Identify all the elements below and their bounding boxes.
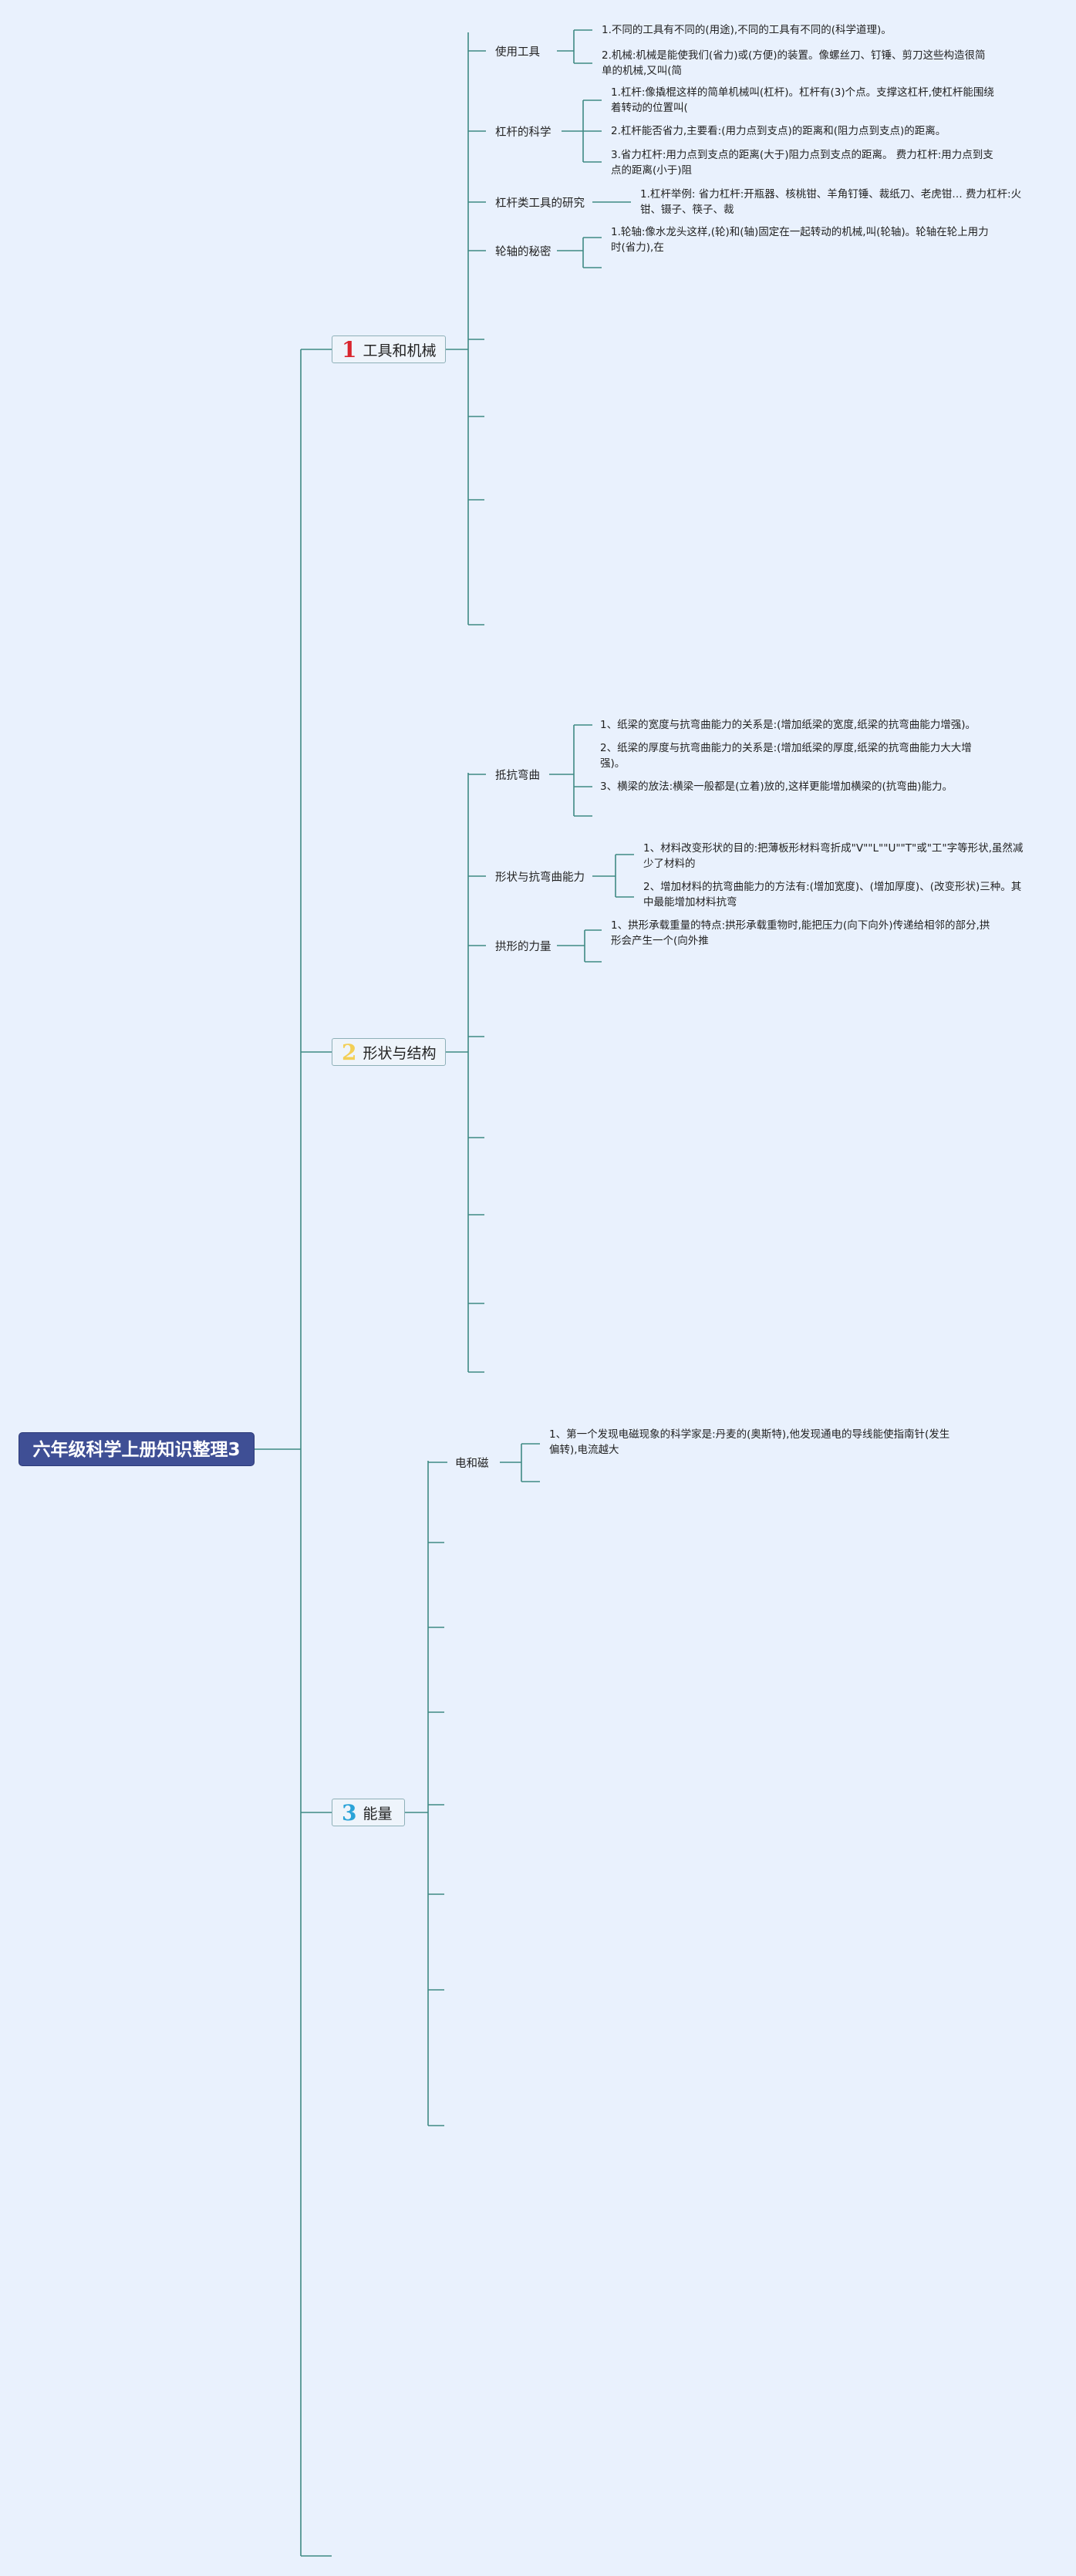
branch-number: 2 xyxy=(342,1039,357,1065)
leaf-note[interactable]: 2、增加材料的抗弯曲能力的方法有:(增加宽度)、(增加厚度)、(改变形状)三种。… xyxy=(643,881,1022,909)
leaf-note[interactable]: 2、纸梁的厚度与抗弯曲能力的关系是:(增加纸梁的厚度,纸梁的抗弯曲能力大大增强)… xyxy=(600,742,972,770)
subtopic-arch-strength[interactable]: 拱形的力量 xyxy=(495,941,551,953)
subtopic-resist-bending[interactable]: 抵抗弯曲 xyxy=(495,770,540,782)
branch-number: 1 xyxy=(342,336,357,362)
leaf-note[interactable]: 2.机械:机械是能使我们(省力)或(方便)的装置。像螺丝刀、钉锤、剪刀这些构造很… xyxy=(602,49,986,77)
branch-title: 形状与结构 xyxy=(363,1044,437,1062)
leaf-note[interactable]: 1.杠杆举例: 省力杠杆:开瓶器、核桃钳、羊角钉锤、裁纸刀、老虎钳… 费力杠杆:… xyxy=(640,188,1022,216)
leaf-note[interactable]: 1.杠杆:像撬棍这样的简单机械叫(杠杆)。杠杆有(3)个点。支撑这杠杆,使杠杆能… xyxy=(611,86,994,114)
root-topic[interactable]: 六年级科学上册知识整理3 xyxy=(19,1432,255,1466)
leaf-note[interactable]: 1、拱形承载重量的特点:拱形承载重物时,能把压力(向下向外)传递给相邻的部分,拱… xyxy=(611,919,990,947)
branch-tools-and-machines[interactable]: 1 工具和机械 xyxy=(332,335,446,363)
leaf-note[interactable]: 1.不同的工具有不同的(用途),不同的工具有不同的(科学道理)。 xyxy=(602,24,892,36)
leaf-note[interactable]: 3.省力杠杆:用力点到支点的距离(大于)阻力点到支点的距离。 费力杠杆:用力点到… xyxy=(611,149,993,177)
subtopic-shape-and-bending[interactable]: 形状与抗弯曲能力 xyxy=(495,872,585,884)
branch-shape-and-structure[interactable]: 2 形状与结构 xyxy=(332,1038,446,1066)
leaf-note[interactable]: 1、纸梁的宽度与抗弯曲能力的关系是:(增加纸梁的宽度,纸梁的抗弯曲能力增强)。 xyxy=(600,719,976,731)
branch-title: 工具和机械 xyxy=(363,342,437,359)
branch-energy[interactable]: 3 能量 xyxy=(332,1799,405,1826)
branch-title: 能量 xyxy=(363,1805,393,1822)
subtopic-wheel-and-axle[interactable]: 轮轴的秘密 xyxy=(495,246,551,258)
leaf-note[interactable]: 1、材料改变形状的目的:把薄板形材料弯折成"V""L""U""T"或"工"字等形… xyxy=(643,842,1024,870)
leaf-note[interactable]: 1.轮轴:像水龙头这样,(轮)和(轴)固定在一起转动的机械,叫(轮轴)。轮轴在轮… xyxy=(611,226,989,254)
subtopic-using-tools[interactable]: 使用工具 xyxy=(495,46,540,59)
leaf-note[interactable]: 1、第一个发现电磁现象的科学家是:丹麦的(奥斯特),他发现通电的导线能使指南针(… xyxy=(549,1428,950,1456)
leaf-note[interactable]: 3、横梁的放法:横梁一般都是(立着)放的,这样更能增加横梁的(抗弯曲)能力。 xyxy=(600,781,953,793)
subtopic-electricity-and-magnetism[interactable]: 电和磁 xyxy=(455,1458,489,1470)
subtopic-lever-tools[interactable]: 杠杆类工具的研究 xyxy=(495,197,585,210)
branch-number: 3 xyxy=(342,1799,357,1826)
leaf-note[interactable]: 2.杠杆能否省力,主要看:(用力点到支点)的距离和(阻力点到支点)的距离。 xyxy=(611,125,946,137)
subtopic-lever-science[interactable]: 杠杆的科学 xyxy=(495,126,551,139)
